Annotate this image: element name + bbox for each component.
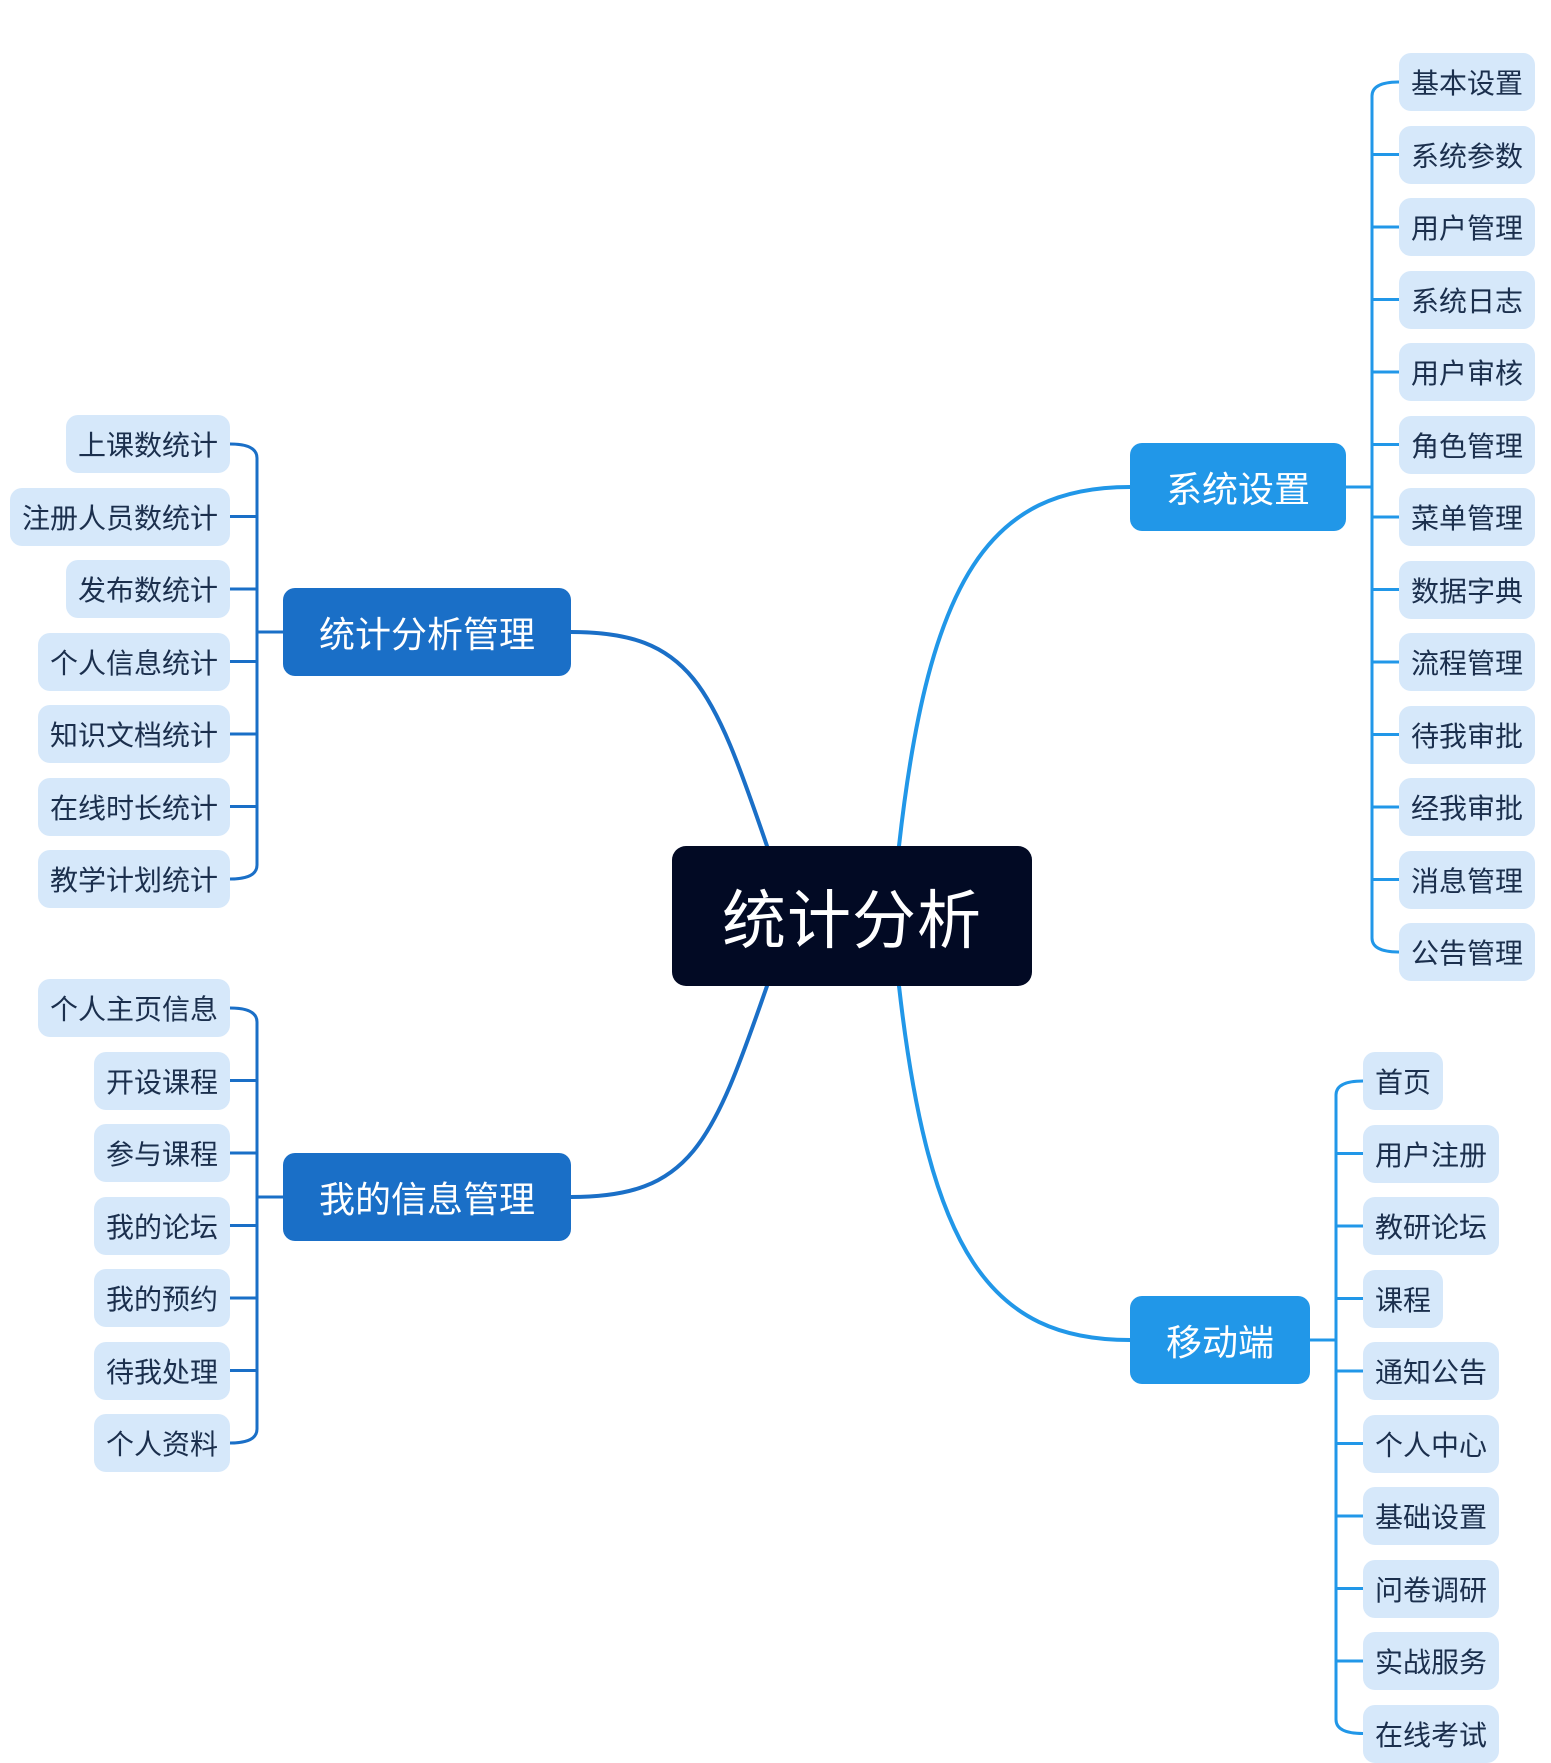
leaf-node[interactable]: 在线考试: [1363, 1704, 1499, 1763]
leaf-node[interactable]: 基本设置: [1399, 53, 1535, 111]
leaf-node[interactable]: 数据字典: [1399, 560, 1535, 619]
leaf-node[interactable]: 流程管理: [1399, 633, 1535, 691]
root-connector-mobile: [897, 984, 1132, 1342]
leaf-node[interactable]: 问卷调研: [1363, 1559, 1499, 1618]
root-connector-system: [897, 485, 1132, 848]
leaf-node[interactable]: 参与课程: [94, 1124, 230, 1182]
leaf-node[interactable]: 上课数统计: [66, 415, 230, 473]
leaf-node[interactable]: 注册人员数统计: [10, 487, 230, 546]
leaf-node[interactable]: 系统日志: [1399, 270, 1535, 329]
leaf-node[interactable]: 系统参数: [1399, 125, 1535, 184]
leaf-node[interactable]: 个人资料: [94, 1414, 230, 1472]
leaf-node[interactable]: 我的预约: [94, 1269, 230, 1327]
trunk-mobile: [1334, 1079, 1365, 1735]
leaf-node[interactable]: 用户审核: [1399, 343, 1535, 401]
leaf-node[interactable]: 待我处理: [94, 1341, 230, 1400]
leaf-node[interactable]: 知识文档统计: [38, 705, 230, 763]
leaf-node[interactable]: 经我审批: [1399, 778, 1535, 836]
leaf-node[interactable]: 用户管理: [1399, 198, 1535, 256]
branch-stats-management[interactable]: 统计分析管理: [283, 588, 571, 676]
leaf-node[interactable]: 发布数统计: [66, 560, 230, 618]
root-connector-stats: [569, 630, 769, 848]
leaf-node[interactable]: 待我审批: [1399, 705, 1535, 764]
branch-mobile[interactable]: 移动端: [1130, 1296, 1310, 1384]
leaf-node[interactable]: 用户注册: [1363, 1124, 1499, 1183]
leaf-node[interactable]: 开设课程: [94, 1051, 230, 1110]
leaf-node[interactable]: 教研论坛: [1363, 1197, 1499, 1255]
leaf-node[interactable]: 在线时长统计: [38, 777, 230, 836]
branch-system-settings[interactable]: 系统设置: [1130, 443, 1346, 531]
leaf-node[interactable]: 实战服务: [1363, 1632, 1499, 1690]
leaf-node[interactable]: 课程: [1363, 1269, 1443, 1328]
leaf-node[interactable]: 角色管理: [1399, 415, 1535, 474]
leaf-node[interactable]: 首页: [1363, 1052, 1443, 1110]
leaf-node[interactable]: 教学计划统计: [38, 850, 230, 908]
root-node[interactable]: 统计分析: [672, 846, 1032, 986]
leaf-node[interactable]: 基础设置: [1363, 1487, 1499, 1545]
leaf-node[interactable]: 通知公告: [1363, 1342, 1499, 1400]
leaf-node[interactable]: 消息管理: [1399, 850, 1535, 909]
root-connector-myinfo: [569, 984, 769, 1199]
leaf-node[interactable]: 个人中心: [1363, 1414, 1499, 1473]
leaf-node[interactable]: 我的论坛: [94, 1196, 230, 1255]
branch-my-info-management[interactable]: 我的信息管理: [283, 1153, 571, 1241]
leaf-node[interactable]: 菜单管理: [1399, 488, 1535, 546]
leaf-node[interactable]: 公告管理: [1399, 923, 1535, 981]
leaf-node[interactable]: 个人信息统计: [38, 632, 230, 691]
leaf-node[interactable]: 个人主页信息: [38, 979, 230, 1037]
